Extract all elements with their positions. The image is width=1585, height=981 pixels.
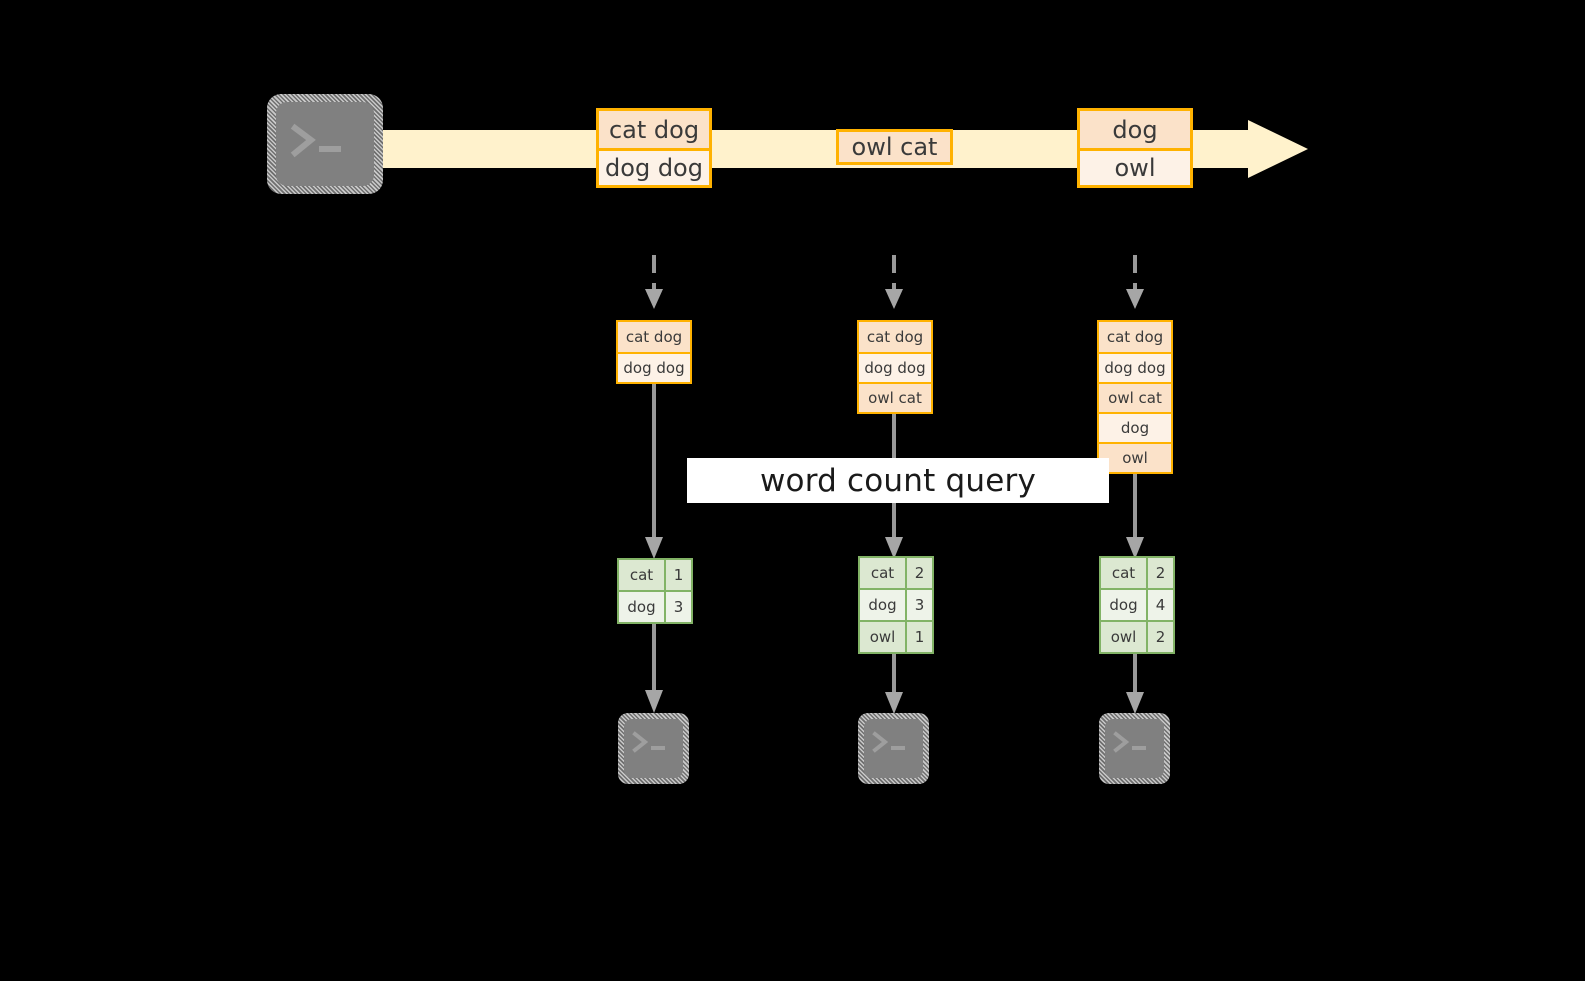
connector-stream-to-snapshot-3 [1126,255,1144,309]
snapshot-input-row: owl [1099,442,1171,472]
query-label-text: word count query [759,462,1037,499]
sink-terminal-icon-1 [618,713,689,784]
connector-result-to-sink-1 [645,620,663,713]
terminal-prompt-glyph [290,123,341,158]
table-row: owl 1 [860,620,932,652]
snapshot-input-row: dog dog [618,352,690,382]
table-row: dog 4 [1101,588,1173,620]
sink-terminal-icon-3 [1099,713,1170,784]
table-row: owl 2 [1101,620,1173,652]
table-row: cat 2 [1101,558,1173,588]
word-cell: cat [1101,558,1146,588]
snapshot-input-row: dog [1099,412,1171,442]
count-cell: 1 [664,560,691,590]
connector-result-to-sink-3 [1126,650,1144,714]
stream-message-row: dog [1080,111,1190,148]
stream-message-3: dog owl [1077,108,1193,188]
count-cell: 3 [664,592,691,622]
stream-message-row: owl cat [839,132,950,162]
snapshot-input-row: cat dog [859,322,931,352]
snapshot-1-result-table: cat 1 dog 3 [617,558,693,624]
connector-stream-to-snapshot-2 [885,255,903,309]
snapshot-input-row: dog dog [859,352,931,382]
connector-input-to-result-1 [645,381,663,559]
connector-input-to-result-3 [1126,473,1144,559]
snapshot-1-input-box: cat dog dog dog [616,320,692,384]
table-row: cat 1 [619,560,691,590]
snapshot-3-result-table: cat 2 dog 4 owl 2 [1099,556,1175,654]
word-cell: dog [1101,590,1146,620]
word-cell: cat [860,558,905,588]
word-cell: owl [1101,622,1146,652]
snapshot-input-row: cat dog [618,322,690,352]
stream-message-1: cat dog dog dog [596,108,712,188]
source-terminal-icon [267,94,383,194]
count-cell: 2 [1146,558,1173,588]
sink-terminal-icon-2 [858,713,929,784]
stream-message-row: dog dog [599,148,709,185]
word-cell: dog [619,592,664,622]
table-row: dog 3 [860,588,932,620]
snapshot-input-row: cat dog [1099,322,1171,352]
count-cell: 2 [1146,622,1173,652]
stream-message-row: owl [1080,148,1190,185]
count-cell: 2 [905,558,932,588]
snapshot-input-row: owl cat [859,382,931,412]
stream-message-2: owl cat [836,129,953,165]
stream-message-row: cat dog [599,111,709,148]
snapshot-2-result-table: cat 2 dog 3 owl 1 [858,556,934,654]
snapshot-3-input-box: cat dog dog dog owl cat dog owl [1097,320,1173,474]
snapshot-input-row: dog dog [1099,352,1171,382]
terminal-body [276,102,374,186]
table-row: cat 2 [860,558,932,588]
terminal-prompt-glyph [1113,731,1146,753]
count-cell: 1 [905,622,932,652]
snapshot-2-input-box: cat dog dog dog owl cat [857,320,933,414]
word-cell: dog [860,590,905,620]
connector-result-to-sink-2 [885,650,903,714]
word-cell: owl [860,622,905,652]
terminal-prompt-glyph [632,731,665,753]
connector-stream-to-snapshot-1 [645,255,663,309]
snapshot-input-row: owl cat [1099,382,1171,412]
count-cell: 3 [905,590,932,620]
table-row: dog 3 [619,590,691,622]
terminal-prompt-glyph [872,731,905,753]
query-label-band: word count query [687,458,1109,503]
word-cell: cat [619,560,664,590]
count-cell: 4 [1146,590,1173,620]
